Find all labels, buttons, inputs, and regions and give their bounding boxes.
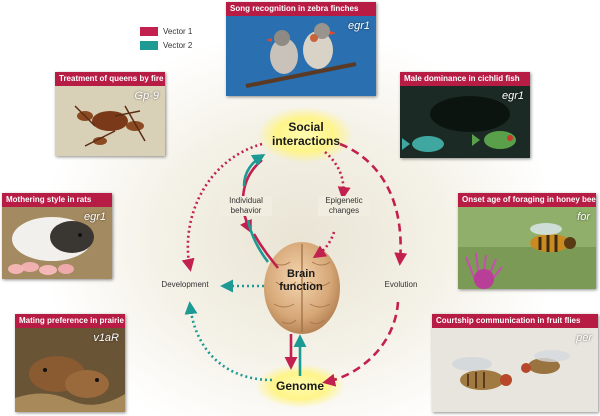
node-evolution: Evolution xyxy=(384,280,418,289)
panel-title: Courtship communication in fruit flies xyxy=(432,314,598,328)
legend-swatch-vector1 xyxy=(140,26,158,36)
legend-swatch-vector2 xyxy=(140,40,158,50)
vector1-arrows xyxy=(181,142,408,387)
vector2-arrows xyxy=(184,153,307,382)
node-development: Development xyxy=(161,280,209,289)
gene-label: v1aR xyxy=(93,332,119,344)
node-genome: Genome xyxy=(275,379,324,393)
rats-image: egr1 xyxy=(2,207,112,279)
panel-fire-ants: Treatment of queens by fire ants Gp-9 xyxy=(55,72,165,156)
panel-title: Mothering style in rats xyxy=(2,193,112,207)
brain-icon xyxy=(264,242,340,334)
node-individual-behavior: Individual behavior xyxy=(220,196,272,216)
legend-label: Vector 1 xyxy=(163,26,193,36)
panel-rats: Mothering style in rats egr1 xyxy=(2,193,112,279)
fruit-flies-image: per xyxy=(432,328,598,412)
panel-title: Mating preference in prairie voles xyxy=(15,314,125,328)
node-brain-function: Brain function xyxy=(279,268,323,293)
gene-label: for xyxy=(577,211,590,223)
gene-label: Gp-9 xyxy=(134,90,159,102)
panel-cichlid-fish: Male dominance in cichlid fish egr1 xyxy=(400,72,530,158)
panel-honey-bee: Onset age of foraging in honey bees for xyxy=(458,193,596,289)
social-glow xyxy=(257,107,353,163)
gene-label: egr1 xyxy=(83,211,106,223)
gene-label: egr1 xyxy=(501,90,524,102)
legend: Vector 1 Vector 2 xyxy=(140,24,192,52)
fire-ants-image: Gp-9 xyxy=(55,86,165,156)
panel-title: Onset age of foraging in honey bees xyxy=(458,193,596,207)
honey-bee-image: for xyxy=(458,207,596,289)
gene-label: per xyxy=(576,332,592,344)
gene-label: egr1 xyxy=(347,20,370,32)
node-epigenetic-changes: Epigenetic changes xyxy=(318,196,370,216)
panel-title: Male dominance in cichlid fish xyxy=(400,72,530,86)
prairie-voles-image: v1aR xyxy=(15,328,125,412)
panel-prairie-voles: Mating preference in prairie voles v1aR xyxy=(15,314,125,412)
cichlid-fish-image: egr1 xyxy=(400,86,530,158)
panel-zebra-finches: Song recognition in zebra finches egr1 xyxy=(226,2,376,96)
zebra-finches-image: egr1 xyxy=(226,16,376,96)
panel-title: Treatment of queens by fire ants xyxy=(55,72,165,86)
panel-fruit-flies: Courtship communication in fruit flies p… xyxy=(432,314,598,412)
node-social-interactions: Social interactions xyxy=(271,120,340,148)
panel-title: Song recognition in zebra finches xyxy=(226,2,376,16)
legend-label: Vector 2 xyxy=(163,40,193,50)
legend-entry: Vector 2 xyxy=(140,38,192,52)
legend-entry: Vector 1 xyxy=(140,24,192,38)
